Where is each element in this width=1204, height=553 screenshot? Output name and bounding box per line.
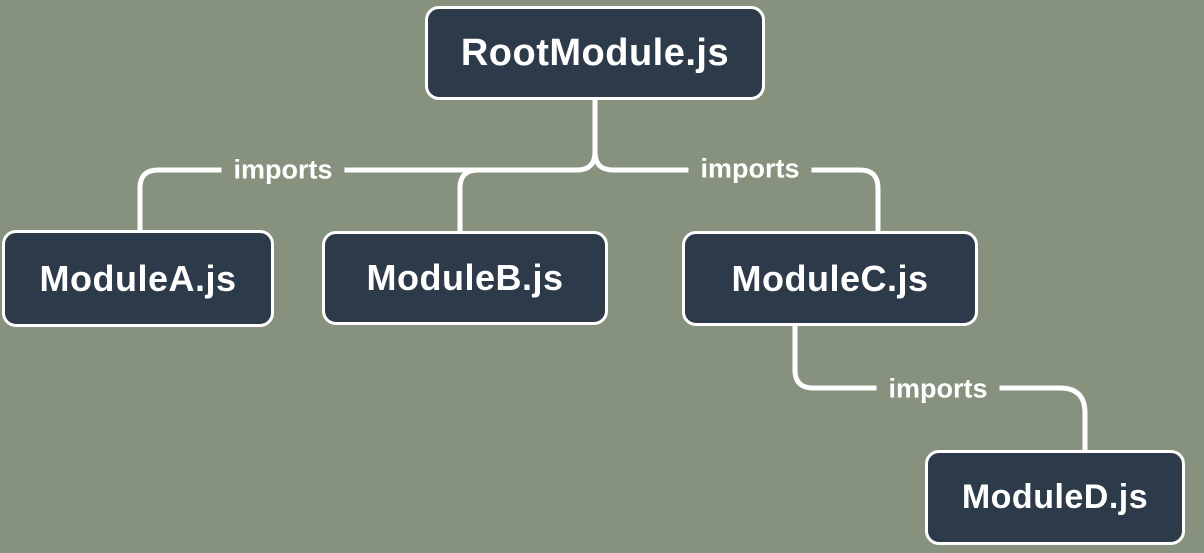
node-modulea: ModuleA.js [2, 230, 274, 327]
node-moduled: ModuleD.js [925, 450, 1185, 545]
node-moduleb: ModuleB.js [322, 231, 608, 325]
node-rootmodule: RootModule.js [425, 6, 765, 100]
edge-root-moduleb-line [457, 167, 498, 234]
edge-root-modulea-line [137, 97, 598, 233]
edge-label-imports-left: imports [221, 152, 345, 188]
edge-label-imports-right: imports [688, 151, 812, 187]
edge-label-imports-bottom: imports [876, 371, 1000, 407]
node-modulec: ModuleC.js [682, 231, 978, 326]
